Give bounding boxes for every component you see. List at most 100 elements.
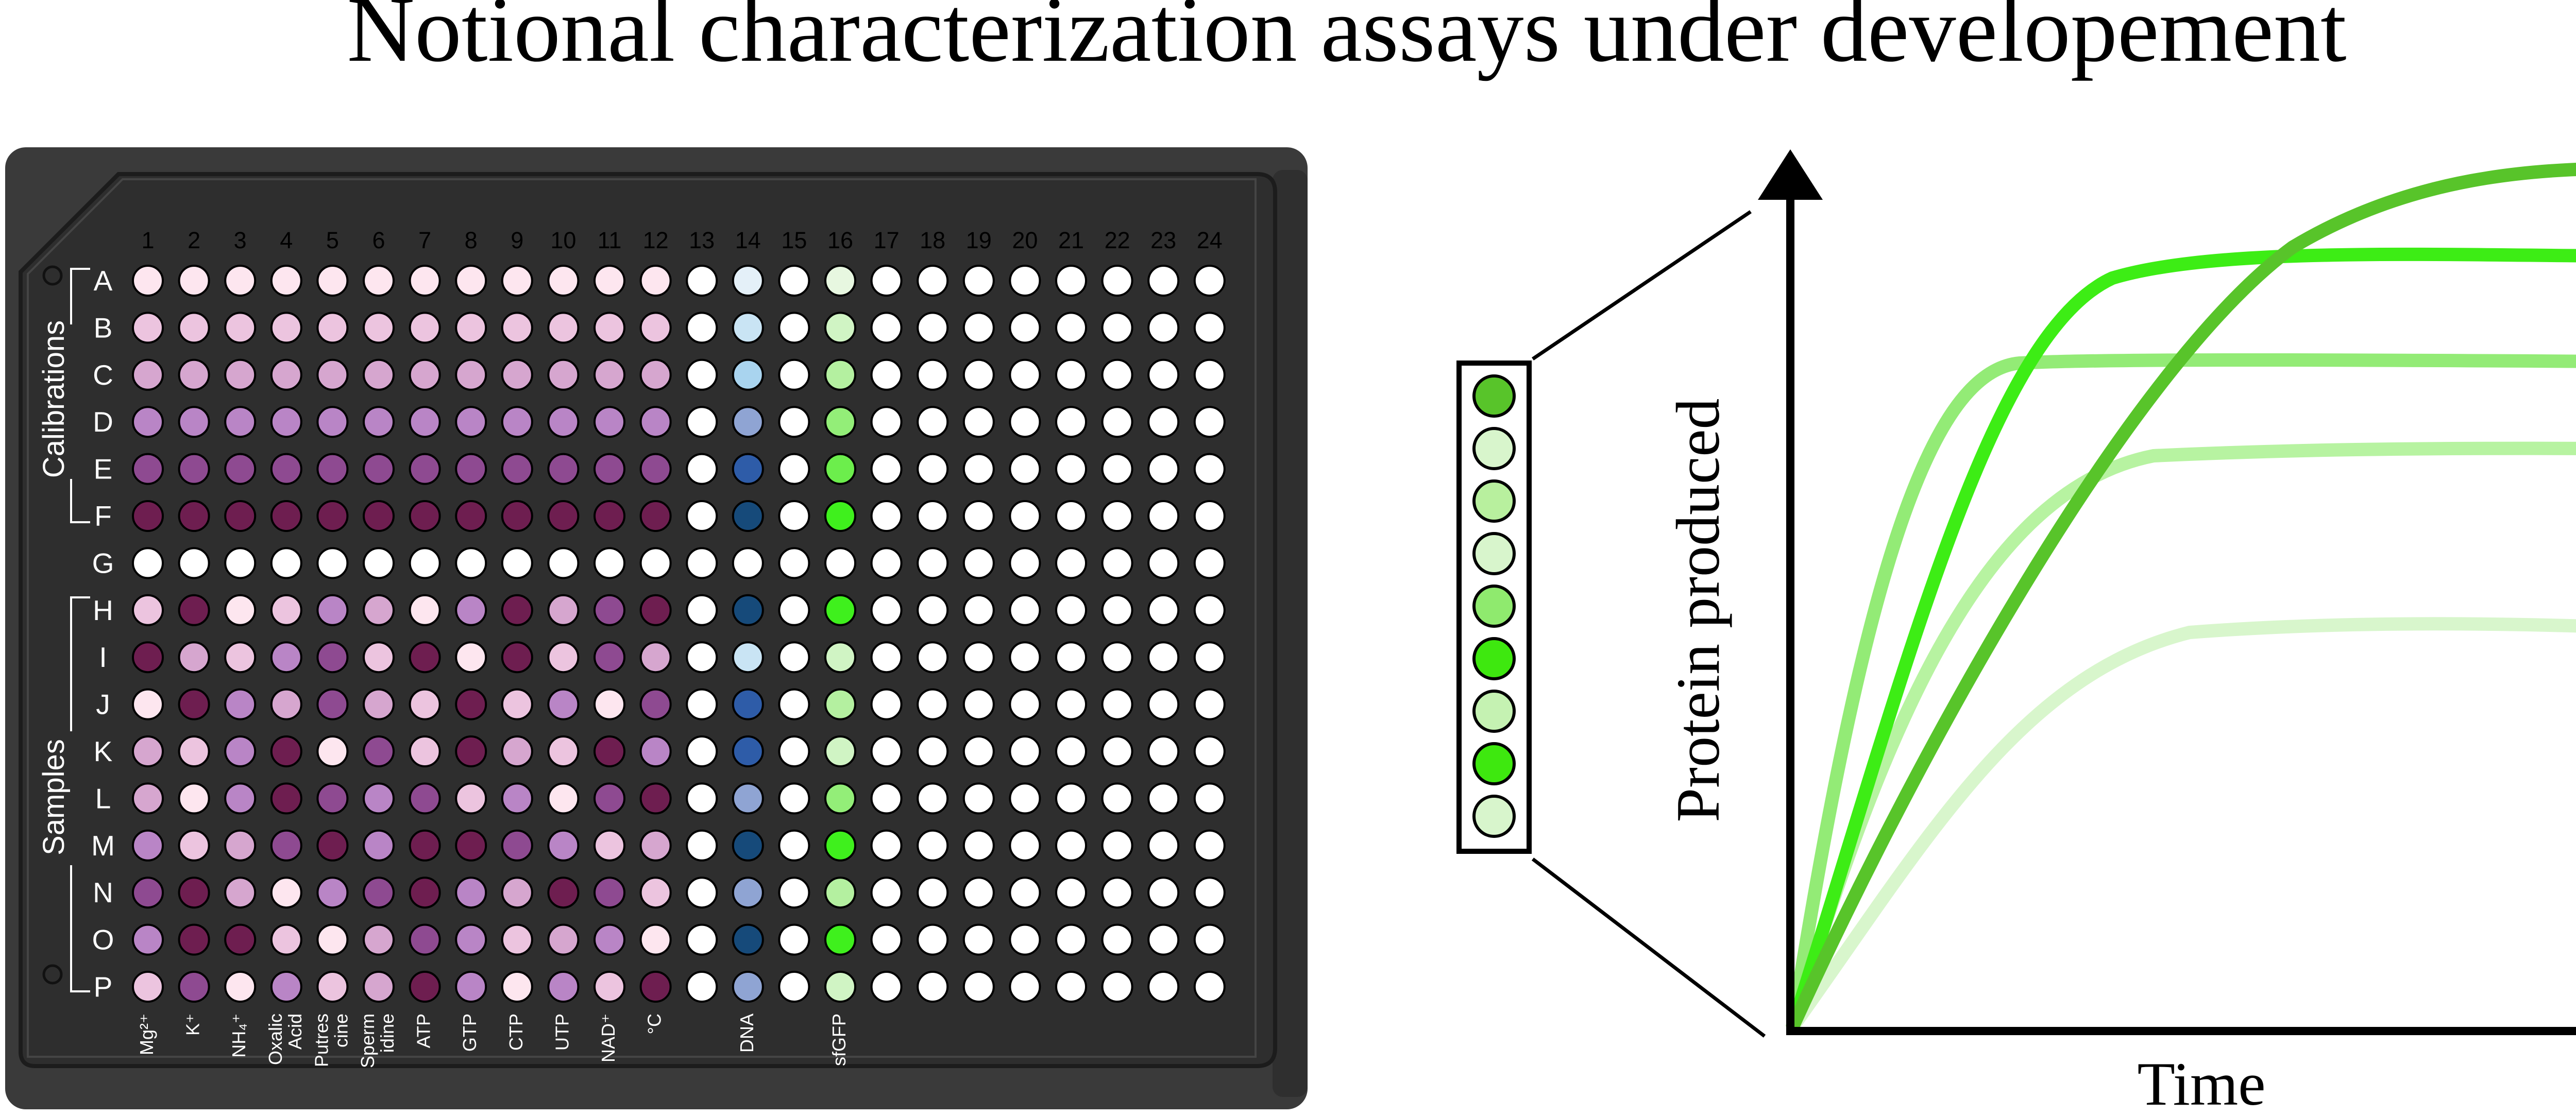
well-B7	[409, 312, 441, 344]
well-A8	[455, 265, 487, 297]
well-L24	[1193, 782, 1226, 815]
well-K7	[409, 735, 441, 767]
well-M9	[501, 829, 533, 862]
well-G21	[1055, 547, 1087, 579]
well-K11	[594, 735, 625, 767]
well-M3	[224, 829, 257, 862]
row-letter: E	[94, 453, 113, 485]
well-H12	[639, 594, 672, 626]
well-P12	[639, 971, 672, 1003]
well-C5	[316, 358, 349, 391]
well-N11	[594, 877, 625, 909]
well-B22	[1101, 312, 1133, 344]
well-G10	[547, 547, 580, 579]
row-letter: A	[94, 265, 113, 297]
well-P16	[824, 971, 856, 1003]
well-K9	[501, 735, 533, 767]
well-F7	[409, 500, 441, 532]
well-J7	[409, 688, 441, 720]
well-F10	[547, 500, 580, 532]
well-P21	[1055, 971, 1087, 1003]
well-F18	[917, 500, 949, 532]
well-O1	[132, 923, 164, 956]
well-K4	[270, 735, 302, 767]
well-E24	[1193, 453, 1226, 485]
well-F17	[870, 500, 903, 532]
well-L13	[686, 782, 718, 815]
x-axis-label: Time	[2137, 1050, 2265, 1116]
well-H4	[270, 594, 302, 626]
well-K16	[824, 735, 856, 767]
row-letter: J	[96, 689, 110, 720]
well-O24	[1193, 923, 1226, 956]
reagent-label: Oxalic	[265, 1014, 286, 1065]
well-I23	[1147, 641, 1180, 674]
well-O21	[1055, 923, 1087, 956]
well-G17	[870, 547, 903, 579]
well-E22	[1101, 453, 1133, 485]
well-B21	[1055, 312, 1087, 344]
well-E12	[639, 453, 672, 485]
well-J9	[501, 688, 533, 720]
well-D20	[1009, 406, 1041, 438]
column-number: 6	[372, 227, 385, 253]
well-J18	[917, 688, 949, 720]
well-C14	[732, 358, 764, 391]
well-E4	[270, 453, 302, 485]
well-N8	[455, 877, 487, 909]
plate-side	[1273, 170, 1308, 1097]
well-H6	[363, 594, 395, 626]
well-N9	[501, 877, 533, 909]
reagent-label: K⁺	[182, 1014, 204, 1036]
reagent-label: Mg²⁺	[136, 1014, 157, 1055]
well-G9	[501, 547, 533, 579]
column-number: 4	[280, 227, 293, 253]
well-E11	[594, 453, 625, 485]
well-A7	[409, 265, 441, 297]
well-O4	[270, 923, 302, 956]
row-letter: K	[94, 735, 113, 767]
plate-fiducial-bottom	[42, 964, 63, 985]
reagent-label: Sperm	[357, 1014, 378, 1068]
well-O19	[962, 923, 995, 956]
well-G16	[824, 547, 856, 579]
well-E3	[224, 453, 257, 485]
well-B24	[1193, 312, 1226, 344]
well-I24	[1193, 641, 1226, 674]
well-G18	[917, 547, 949, 579]
well-L22	[1101, 782, 1133, 815]
series-line-1	[1786, 247, 2576, 1029]
well-I18	[917, 641, 949, 674]
well-M8	[455, 829, 487, 862]
well-H11	[594, 594, 625, 626]
well-K1	[132, 735, 164, 767]
well-M1	[132, 829, 164, 862]
well-H17	[870, 594, 903, 626]
well-C16	[824, 358, 856, 391]
tube-well	[1472, 585, 1516, 628]
well-N21	[1055, 877, 1087, 909]
column-number: 13	[689, 227, 715, 253]
well-G14	[732, 547, 764, 579]
well-P2	[178, 971, 210, 1003]
well-E20	[1009, 453, 1041, 485]
well-O9	[501, 923, 533, 956]
well-B20	[1009, 312, 1041, 344]
tube-well	[1472, 690, 1516, 733]
well-H23	[1147, 594, 1180, 626]
tube-wells	[1472, 374, 1516, 838]
well-B18	[917, 312, 949, 344]
well-D8	[455, 406, 487, 438]
well-C19	[962, 358, 995, 391]
column-number: 19	[966, 227, 992, 253]
tube-well	[1472, 637, 1516, 680]
well-O5	[316, 923, 349, 956]
well-C11	[594, 358, 625, 391]
wells	[132, 265, 1226, 1003]
well-P17	[870, 971, 903, 1003]
well-D11	[594, 406, 625, 438]
well-A19	[962, 265, 995, 297]
row-letter: P	[94, 971, 113, 1003]
